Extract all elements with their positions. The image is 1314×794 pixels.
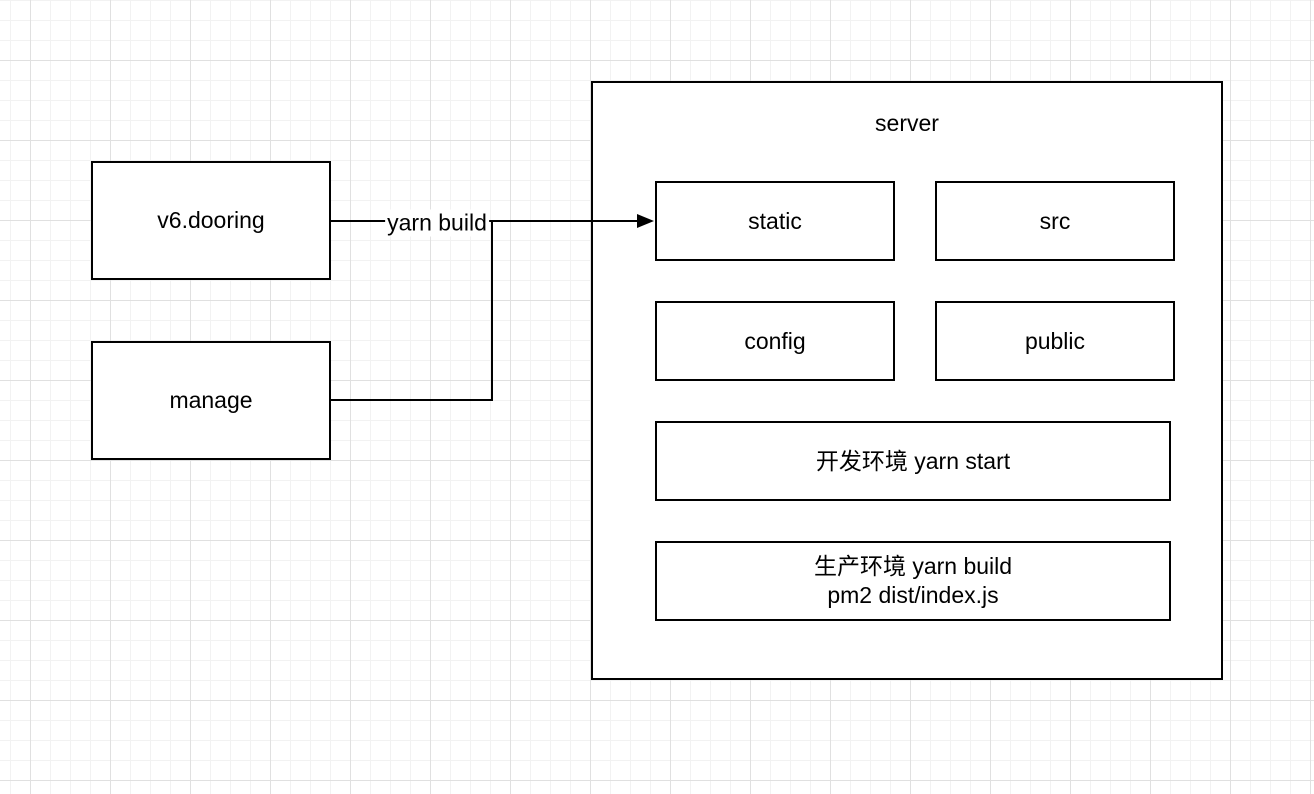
node-manage[interactable]: manage bbox=[91, 341, 331, 460]
edge-label-yarn-build[interactable]: yarn build bbox=[385, 209, 489, 237]
node-public-label: public bbox=[1024, 327, 1086, 354]
node-prod-environment-label-line2: pm2 dist/index.js bbox=[827, 582, 999, 608]
node-config-label: config bbox=[744, 327, 806, 354]
node-prod-environment[interactable]: 生产环境 yarn build pm2 dist/index.js bbox=[655, 541, 1171, 621]
node-dev-environment-label: 开发环境 yarn start bbox=[815, 447, 1011, 474]
node-public[interactable]: public bbox=[935, 301, 1175, 381]
node-config[interactable]: config bbox=[655, 301, 895, 381]
node-src[interactable]: src bbox=[935, 181, 1175, 261]
node-dev-environment[interactable]: 开发环境 yarn start bbox=[655, 421, 1171, 501]
node-v6-dooring-label: v6.dooring bbox=[157, 207, 265, 234]
node-manage-label: manage bbox=[169, 387, 253, 414]
node-static-label: static bbox=[748, 207, 802, 234]
node-prod-environment-label-line1: 生产环境 yarn build bbox=[813, 553, 1013, 580]
node-static[interactable]: static bbox=[655, 181, 895, 261]
server-container-label: server bbox=[875, 110, 939, 136]
edge-manage-to-junction[interactable] bbox=[331, 222, 493, 401]
node-src-label: src bbox=[1039, 207, 1071, 234]
node-v6-dooring[interactable]: v6.dooring bbox=[91, 161, 331, 280]
